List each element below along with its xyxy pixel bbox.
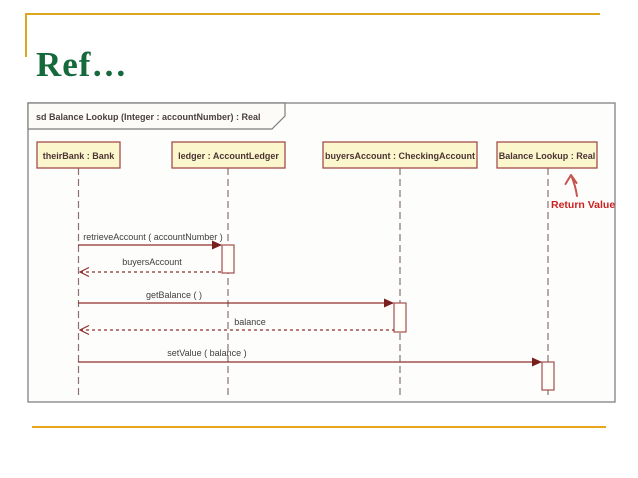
lifeline-head-label: theirBank : Bank [43, 151, 116, 161]
activation-bar-balancelookup [541, 361, 555, 391]
lifeline-head-label: Balance Lookup : Real [499, 151, 596, 161]
return-value-annotation: Return Value [551, 174, 615, 211]
message-retrieveaccount: retrieveAccount ( accountNumber ) [78, 232, 223, 250]
return-value-label: Return Value [551, 199, 615, 211]
title-left-rule [25, 13, 27, 57]
message-return-balance: balance [78, 317, 394, 336]
message-label: balance [234, 317, 266, 327]
title-top-rule [25, 13, 600, 15]
lifeline-head-ledger: ledger : AccountLedger [171, 141, 286, 169]
activation-bar-buyersaccount [393, 302, 407, 333]
open-arrowhead-icon [78, 324, 90, 336]
open-arrowhead-icon [78, 266, 90, 278]
lifeline-head-label: ledger : AccountLedger [178, 151, 279, 161]
message-label: buyersAccount [122, 257, 182, 267]
arrowhead-icon [212, 240, 222, 250]
frame-label-pentagon [27, 102, 286, 130]
lifeline-head-theirbank: theirBank : Bank [36, 141, 121, 169]
footer-rule [32, 426, 606, 428]
arrowhead-icon [532, 357, 542, 367]
lifeline-head-box [496, 141, 598, 169]
lifeline-head-box [171, 141, 286, 169]
lifeline-head-buyersaccount: buyersAccount : CheckingAccount [322, 141, 478, 169]
message-label: retrieveAccount ( accountNumber ) [83, 232, 223, 242]
message-getbalance: getBalance ( ) [78, 290, 394, 308]
return-value-arrow-icon [564, 174, 578, 197]
message-label: getBalance ( ) [146, 290, 202, 300]
lifeline-head-box [36, 141, 121, 169]
frame-label: sd Balance Lookup (Integer : accountNumb… [36, 112, 261, 122]
activation-bar-ledger [221, 244, 235, 274]
message-label: setValue ( balance ) [167, 348, 246, 358]
lifeline-head-balancelookup: Balance Lookup : Real [496, 141, 598, 169]
arrowhead-icon [384, 298, 394, 308]
lifeline-head-label: buyersAccount : CheckingAccount [325, 151, 475, 161]
lifeline-head-box [322, 141, 478, 169]
message-setvalue: setValue ( balance ) [78, 348, 542, 367]
page-title: Ref… [36, 45, 128, 85]
message-return-buyersaccount: buyersAccount [78, 257, 222, 278]
